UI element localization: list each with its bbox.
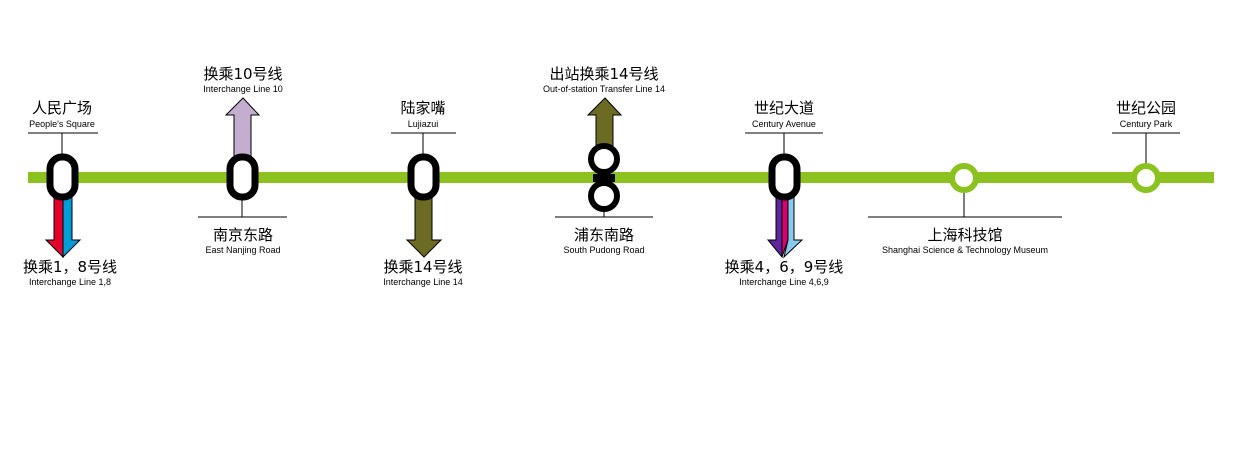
transfer-arrow-down: [44, 189, 82, 259]
station-name-en: Century Park: [1120, 119, 1173, 129]
station-name-cn: 人民广场: [32, 99, 92, 117]
station-century-park[interactable]: 世纪公园 Century Park: [1112, 99, 1180, 193]
station-lujiazui[interactable]: 陆家嘴 Lujiazui 换乘14号线 Interchange Line 14: [383, 99, 463, 287]
transfer-label-en: Interchange Line 10: [203, 84, 283, 94]
station-peoples-square[interactable]: 人民广场 People's Square 换乘1，8号线 Interchange…: [23, 99, 117, 287]
transfer-arrow-down: [766, 194, 804, 259]
transfer-arrow-down: [405, 194, 443, 258]
station-name-cn: 浦东南路: [574, 226, 634, 244]
transfer-label-cn: 换乘1，8号线: [23, 258, 117, 276]
transfer-label-en: Interchange Line 1,8: [29, 277, 111, 287]
station-south-pudong-road[interactable]: 出站换乘14号线 Out-of-station Transfer Line 14…: [543, 65, 665, 255]
station-marker-capsule: [46, 153, 79, 201]
line-2-track: [28, 172, 1214, 183]
station-name-en: People's Square: [29, 119, 95, 129]
transfer-label-en: Out-of-station Transfer Line 14: [543, 84, 665, 94]
station-marker-ring: [949, 163, 979, 193]
transfer-arrow-up: [586, 97, 623, 151]
transfer-label-cn: 换乘14号线: [383, 258, 462, 276]
station-marker-ring: [1131, 163, 1161, 193]
station-name-cn: 陆家嘴: [400, 99, 445, 117]
station-name-cn: 南京东路: [213, 226, 273, 244]
station-name-en: Century Avenue: [752, 119, 816, 129]
transfer-label-cn: 出站换乘14号线: [549, 65, 658, 83]
transfer-label-cn: 换乘4，6，9号线: [725, 258, 844, 276]
transfer-label-cn: 换乘10号线: [203, 65, 282, 83]
station-name-cn: 上海科技馆: [927, 226, 1002, 244]
station-name-en: Lujiazui: [408, 119, 439, 129]
station-marker-capsule: [226, 153, 259, 201]
station-marker-double-ring: [588, 143, 620, 212]
station-name-en: Shanghai Science & Technology Museum: [882, 245, 1048, 255]
station-name-en: East Nanjing Road: [205, 245, 280, 255]
station-century-avenue[interactable]: 世纪大道 Century Avenue 换乘4，6，9号线 Interchang…: [725, 99, 844, 287]
station-east-nanjing-road[interactable]: 换乘10号线 Interchange Line 10 南京东路 East Nan…: [198, 65, 287, 255]
station-name-cn: 世纪大道: [754, 99, 814, 117]
transfer-label-en: Interchange Line 14: [383, 277, 463, 287]
station-marker-capsule: [768, 153, 801, 201]
station-name-cn: 世纪公园: [1116, 99, 1176, 117]
station-name-en: South Pudong Road: [563, 245, 644, 255]
transfer-arrow-up: [224, 97, 261, 161]
transfer-label-en: Interchange Line 4,6,9: [739, 277, 829, 287]
station-shanghai-science-technology-museum[interactable]: 上海科技馆 Shanghai Science & Technology Muse…: [868, 163, 1062, 255]
station-marker-capsule: [407, 153, 440, 201]
